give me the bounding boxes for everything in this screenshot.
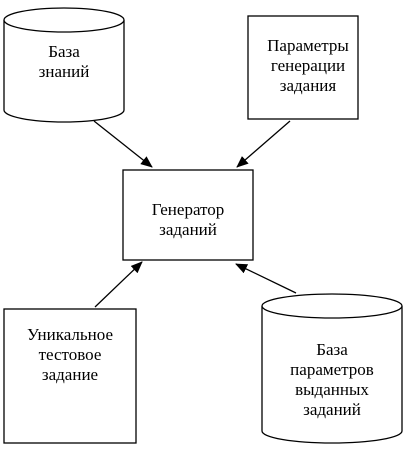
arrow-params-to-generator bbox=[236, 120, 291, 168]
unique-test-label: Уникальное тестовое задание bbox=[4, 325, 136, 385]
knowledge-base-label: База знаний bbox=[14, 42, 114, 82]
generator-box bbox=[122, 169, 254, 261]
unique-test-box bbox=[3, 308, 137, 444]
generator-label-line: заданий bbox=[159, 220, 217, 239]
arrow-unique-to-generator bbox=[94, 261, 143, 308]
knowledge-base-cylinder bbox=[3, 7, 125, 123]
issued-params-label-line: выданных bbox=[295, 380, 369, 399]
unique-test-label-line: Уникальное bbox=[26, 325, 114, 344]
knowledge-base-label-line: знаний bbox=[38, 62, 90, 81]
issued-params-label-line: База bbox=[316, 340, 348, 359]
generator-label-line: Генератор bbox=[151, 200, 225, 219]
issued-params-label: База параметров выданных заданий bbox=[262, 340, 402, 420]
task-params-label-line: задания bbox=[279, 76, 337, 95]
task-params-label-line: генерации bbox=[270, 56, 346, 75]
issued-params-cylinder bbox=[261, 293, 403, 444]
task-params-label-line: Параметры bbox=[267, 36, 349, 55]
task-params-label: Параметры генерации задания bbox=[248, 36, 368, 96]
issued-params-label-line: заданий bbox=[303, 400, 361, 419]
arrow-issued-to-generator bbox=[235, 263, 297, 294]
arrow-knowledge-to-generator bbox=[93, 120, 153, 168]
issued-params-label-line: параметров bbox=[290, 360, 374, 379]
unique-test-label-line: задание bbox=[41, 365, 99, 384]
generator-label: Генератор заданий bbox=[123, 200, 253, 240]
task-params-box bbox=[247, 15, 359, 120]
unique-test-label-line: тестовое bbox=[38, 345, 102, 364]
knowledge-base-label-line: База bbox=[48, 42, 80, 61]
